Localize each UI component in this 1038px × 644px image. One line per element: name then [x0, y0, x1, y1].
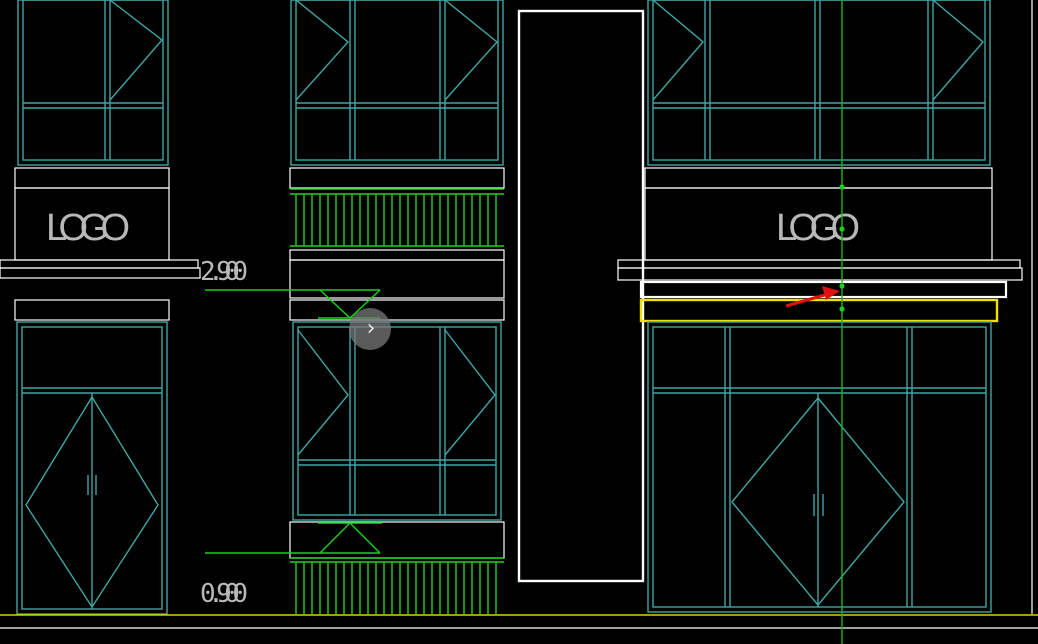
middle-bands [289, 167, 505, 559]
right-logo-text: LOGO [776, 207, 860, 249]
left-upper-window [17, 0, 169, 166]
middle-lower-railing [290, 557, 504, 614]
middle-lower-window [292, 321, 502, 521]
next-arrow-button[interactable]: › [349, 308, 391, 350]
left-logo-text: LOGO [46, 207, 130, 249]
left-facade: LOGO [0, 0, 201, 615]
left-door [16, 321, 168, 615]
middle-facade: 2.900 0.900 [200, 0, 505, 614]
red-pointer-arrow [785, 286, 840, 308]
right-logo-band [617, 167, 1023, 281]
middle-upper-window [290, 0, 504, 166]
tall-column-outline [517, 9, 645, 583]
right-facade: LOGO [617, 0, 1033, 614]
elevation-label-lower: 0.900 [200, 579, 248, 609]
snap-points [839, 184, 845, 312]
chevron-right-icon: › [366, 316, 376, 341]
left-logo-band [0, 167, 201, 279]
canopy-highlight[interactable] [639, 280, 1008, 299]
middle-upper-railing [290, 188, 504, 247]
left-door-head [14, 299, 170, 321]
elevation-label-upper: 2.900 [200, 257, 248, 287]
right-upper-window [647, 0, 991, 166]
selected-door-head[interactable] [639, 298, 999, 323]
right-storefront [647, 321, 992, 613]
